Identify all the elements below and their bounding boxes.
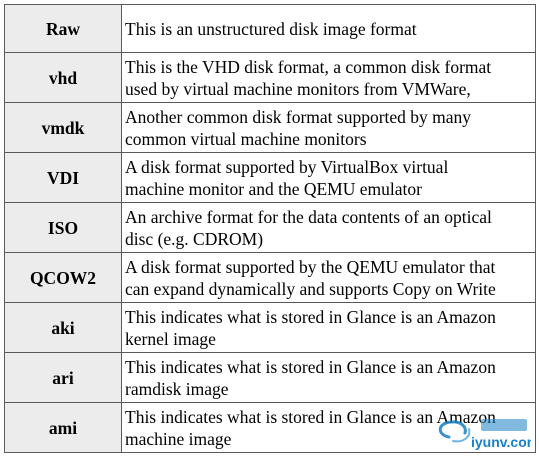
table-row: Raw This is an unstructured disk image f…	[4, 4, 536, 53]
disk-format-table: Raw This is an unstructured disk image f…	[4, 4, 536, 453]
format-name: vhd	[4, 52, 122, 103]
table-row: ami This indicates what is stored in Gla…	[4, 402, 536, 453]
description-line: disc (e.g. CDROM)	[125, 228, 264, 249]
format-name: ami	[4, 402, 122, 453]
description-line: A disk format supported by VirtualBox vi…	[125, 156, 449, 177]
format-name: Raw	[4, 4, 122, 53]
description-line: This is an unstructured disk image forma…	[125, 18, 417, 39]
format-name: ISO	[4, 202, 122, 253]
table-row: ari This indicates what is stored in Gla…	[4, 352, 536, 403]
description-line: common virtual machine monitors	[125, 128, 367, 149]
format-description: Another common disk format supported by …	[121, 102, 536, 153]
format-description: A disk format supported by the QEMU emul…	[121, 252, 536, 303]
table-row: ISO An archive format for the data conte…	[4, 202, 536, 253]
description-line: kernel image	[125, 328, 216, 349]
description-line: This indicates what is stored in Glance …	[125, 356, 496, 377]
description-line: This indicates what is stored in Glance …	[125, 306, 496, 327]
format-name: vmdk	[4, 102, 122, 153]
watermark-logo: iyunv.com	[438, 419, 531, 450]
format-name: aki	[4, 302, 122, 353]
description-line: A disk format supported by the QEMU emul…	[125, 256, 496, 277]
description-line: This is the VHD disk format, a common di…	[125, 56, 492, 77]
format-description: This is the VHD disk format, a common di…	[121, 52, 536, 103]
table-row: VDI A disk format supported by VirtualBo…	[4, 152, 536, 203]
description-line: Another common disk format supported by …	[125, 106, 472, 127]
watermark-text: iyunv.com	[471, 434, 531, 450]
format-description: An archive format for the data contents …	[121, 202, 536, 253]
description-line: An archive format for the data contents …	[125, 206, 492, 227]
description-line: ramdisk image	[125, 378, 229, 399]
format-description: This indicates what is stored in Glance …	[121, 302, 536, 353]
format-description: This indicates what is stored in Glance …	[121, 352, 536, 403]
description-line: can expand dynamically and supports Copy…	[125, 278, 496, 299]
format-description: A disk format supported by VirtualBox vi…	[121, 152, 536, 203]
table-row: aki This indicates what is stored in Gla…	[4, 302, 536, 353]
description-line: machine monitor and the QEMU emulator	[125, 178, 422, 199]
description-line: used by virtual machine monitors from VM…	[125, 78, 471, 99]
description-line: This indicates what is stored in Glance …	[125, 406, 496, 427]
format-name: VDI	[4, 152, 122, 203]
format-description: This indicates what is stored in Glance …	[121, 402, 536, 453]
table-row: QCOW2 A disk format supported by the QEM…	[4, 252, 536, 303]
watermark-swirl-icon	[438, 420, 471, 443]
table-row: vhd This is the VHD disk format, a commo…	[4, 52, 536, 103]
format-description: This is an unstructured disk image forma…	[121, 4, 536, 53]
watermark-banner	[481, 419, 527, 431]
format-name: QCOW2	[4, 252, 122, 303]
table-row: vmdk Another common disk format supporte…	[4, 102, 536, 153]
format-name: ari	[4, 352, 122, 403]
description-line: machine image	[125, 428, 232, 449]
